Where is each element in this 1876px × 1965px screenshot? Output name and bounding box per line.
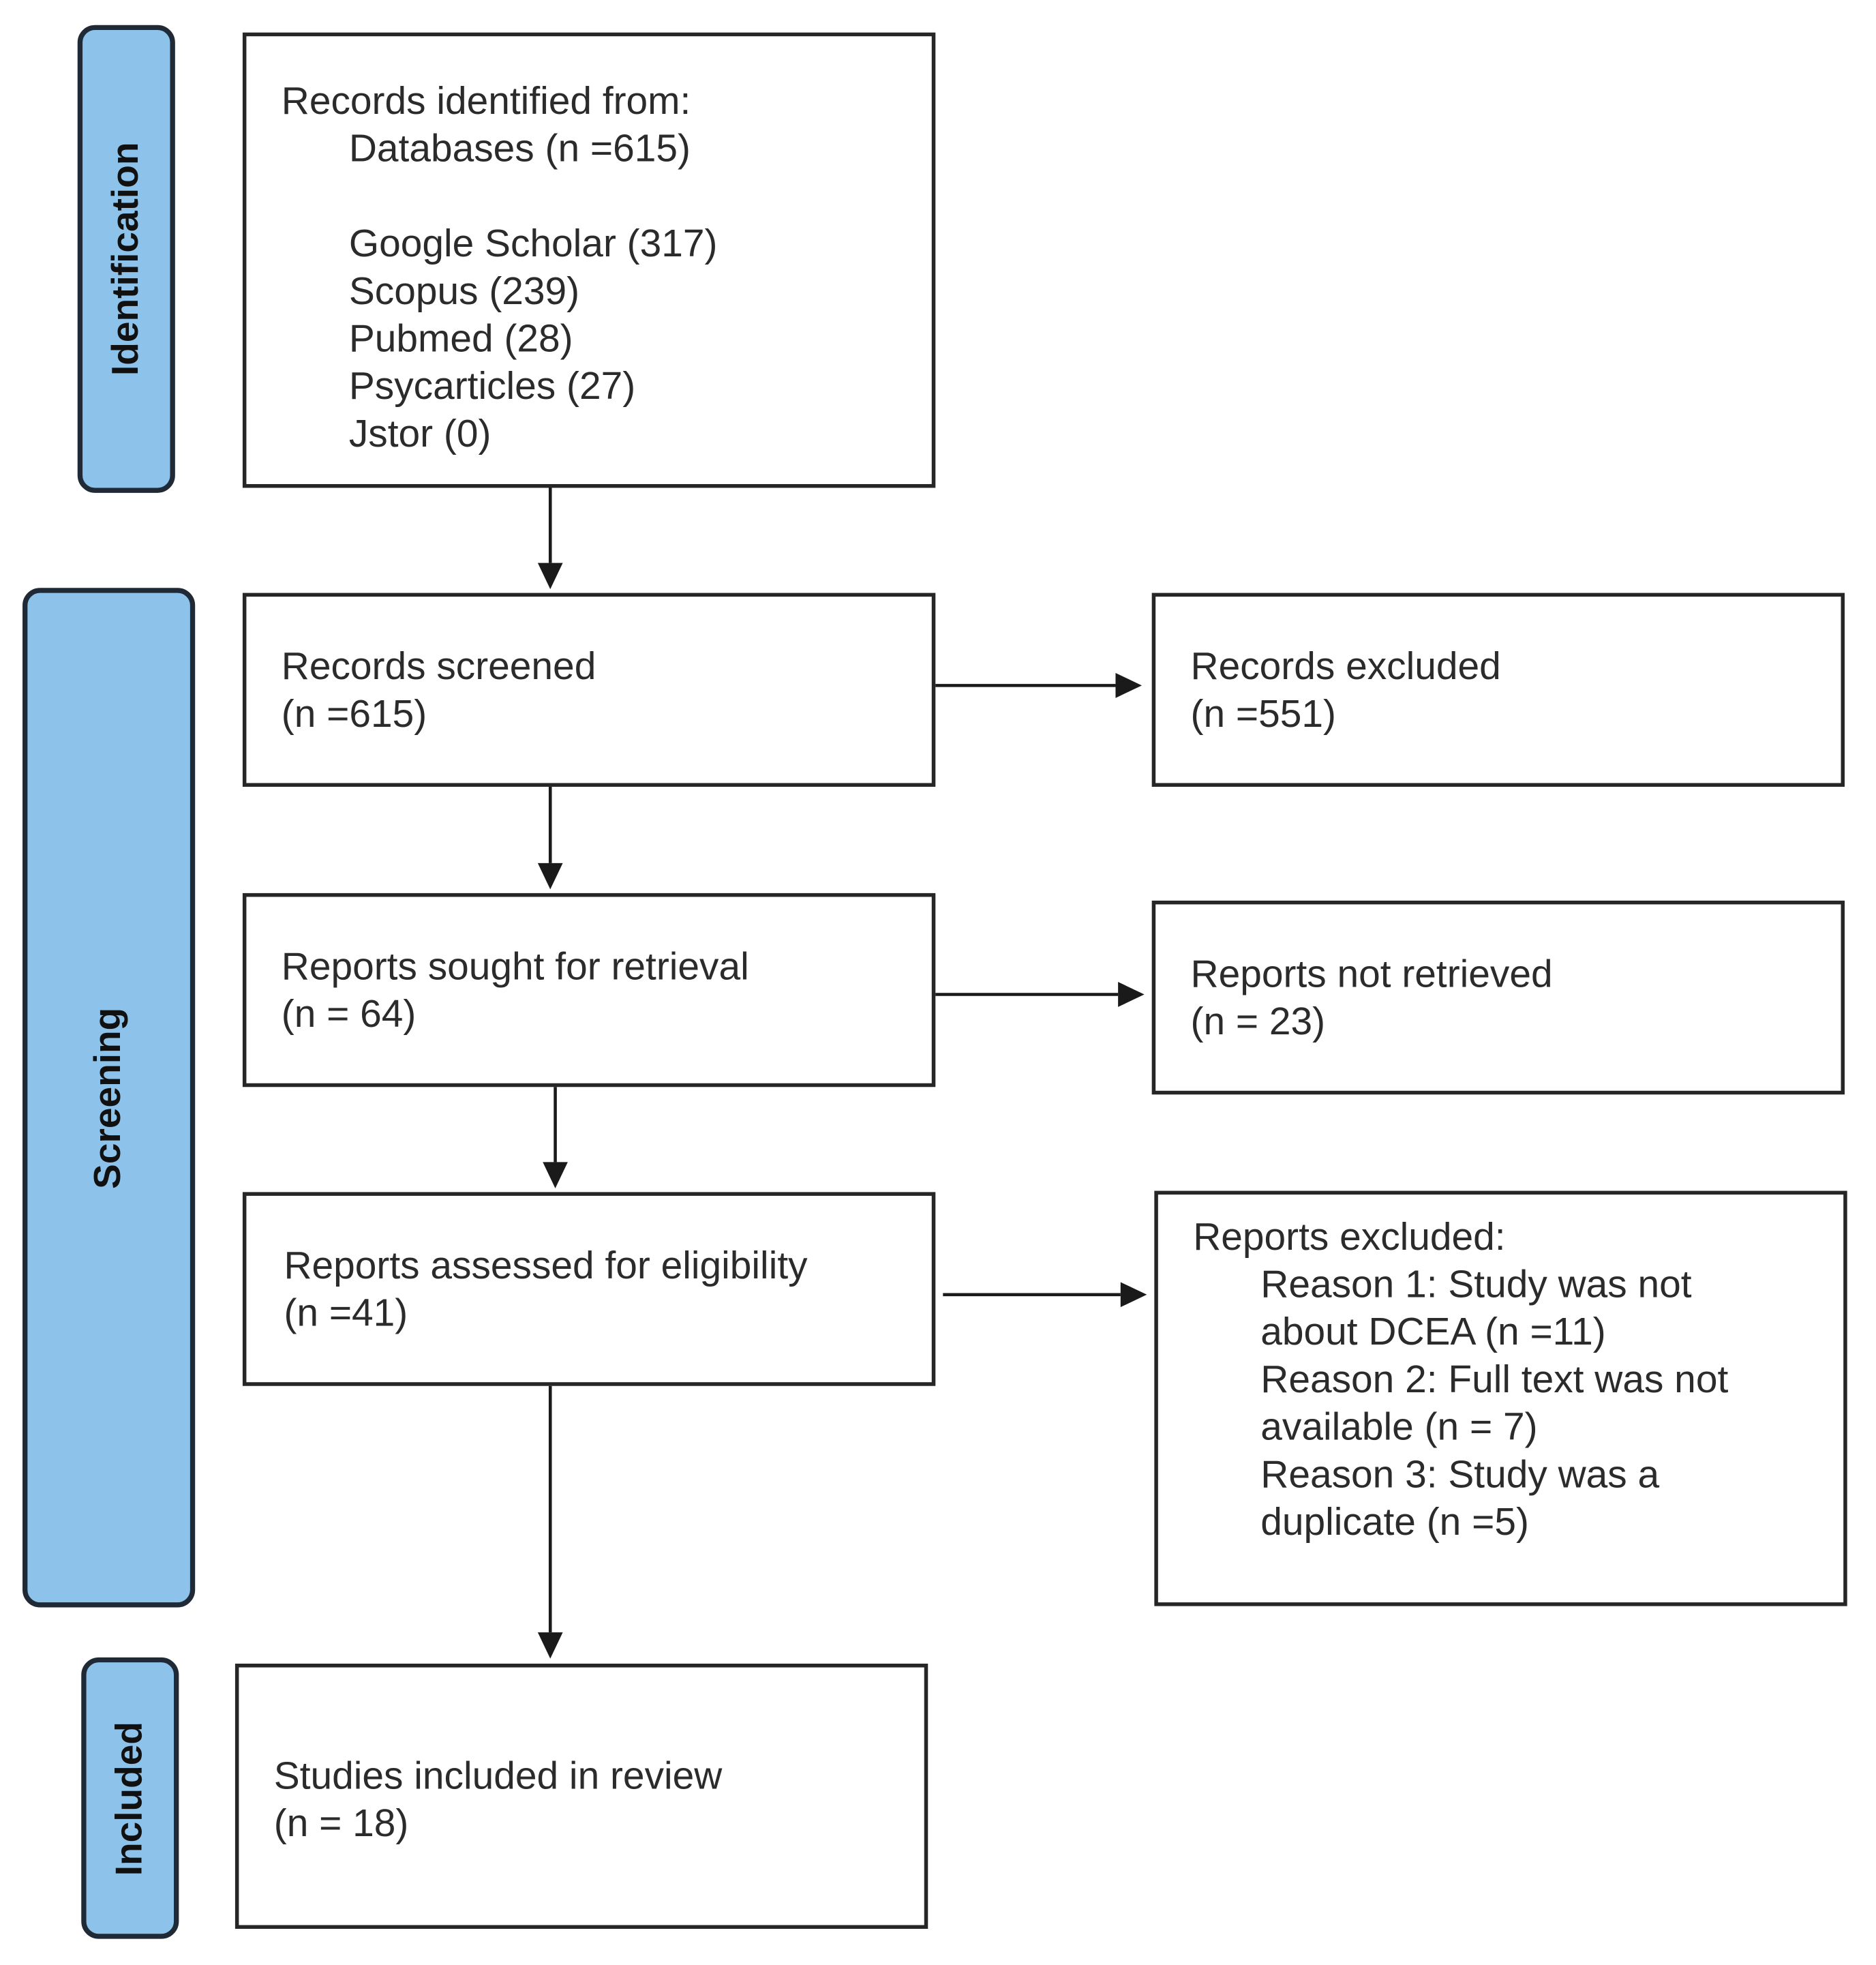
reason-3-line-1: Reason 3: Study was a bbox=[1260, 1452, 1660, 1497]
reason-2-line-1: Reason 2: Full text was not bbox=[1260, 1357, 1729, 1401]
reports-sought-box: Reports sought for retrieval (n = 64) bbox=[242, 892, 936, 1088]
records-screened-count: (n =615) bbox=[281, 691, 427, 736]
studies-included-title: Studies included in review bbox=[273, 1754, 723, 1798]
reports-not-retrieved-count: (n = 23) bbox=[1190, 999, 1326, 1044]
arrowhead-2 bbox=[537, 862, 563, 890]
records-screened-box: Records screened (n =615) bbox=[242, 592, 936, 787]
databases-count: Databases (n =615) bbox=[348, 126, 691, 170]
arrowhead-5 bbox=[1115, 673, 1142, 698]
reports-sought-title: Reports sought for retrieval bbox=[281, 944, 749, 989]
records-screened-title: Records screened bbox=[281, 644, 596, 689]
arrowhead-4 bbox=[537, 1632, 563, 1659]
records-excluded-title: Records excluded bbox=[1190, 644, 1501, 689]
reports-excluded-heading: Reports excluded: bbox=[1193, 1214, 1506, 1259]
studies-included-count: (n = 18) bbox=[273, 1801, 409, 1846]
reason-1-line-2: about DCEA (n =11) bbox=[1260, 1309, 1606, 1354]
reports-assessed-count: (n =41) bbox=[284, 1291, 408, 1335]
reason-3-line-2: duplicate (n =5) bbox=[1260, 1499, 1529, 1544]
records-excluded-count: (n =551) bbox=[1190, 691, 1336, 736]
arrowhead-6 bbox=[1118, 982, 1145, 1007]
reason-1-line-1: Reason 1: Study was not bbox=[1260, 1262, 1692, 1306]
reports-excluded-box: Reports excluded: Reason 1: Study was no… bbox=[1154, 1190, 1847, 1606]
reports-not-retrieved-title: Reports not retrieved bbox=[1190, 952, 1553, 996]
source-jstor: Jstor (0) bbox=[348, 411, 491, 455]
reports-assessed-title: Reports assessed for eligibility bbox=[284, 1243, 808, 1287]
arrowhead-7 bbox=[1120, 1282, 1147, 1308]
identification-phase-bar: Identification bbox=[77, 25, 175, 493]
source-pubmed: Pubmed (28) bbox=[348, 316, 573, 361]
records-identified-box: Records identified from: Databases (n =6… bbox=[242, 32, 936, 488]
records-identified-heading: Records identified from: bbox=[281, 78, 691, 123]
studies-included-box: Studies included in review (n = 18) bbox=[234, 1664, 928, 1929]
source-google-scholar: Google Scholar (317) bbox=[348, 221, 718, 265]
reports-not-retrieved-box: Reports not retrieved (n = 23) bbox=[1151, 900, 1845, 1095]
reports-assessed-box: Reports assessed for eligibility (n =41) bbox=[242, 1192, 936, 1386]
reports-sought-count: (n = 64) bbox=[281, 991, 417, 1036]
included-phase-bar: Included bbox=[81, 1657, 179, 1939]
source-psycarticles: Psycarticles (27) bbox=[348, 363, 636, 408]
reason-2-line-2: available (n = 7) bbox=[1260, 1405, 1538, 1449]
source-scopus: Scopus (239) bbox=[348, 269, 580, 313]
records-excluded-box: Records excluded (n =551) bbox=[1151, 592, 1845, 787]
screening-phase-bar: Screening bbox=[22, 588, 196, 1608]
arrowhead-3 bbox=[543, 1162, 568, 1188]
arrowhead-1 bbox=[537, 562, 563, 590]
